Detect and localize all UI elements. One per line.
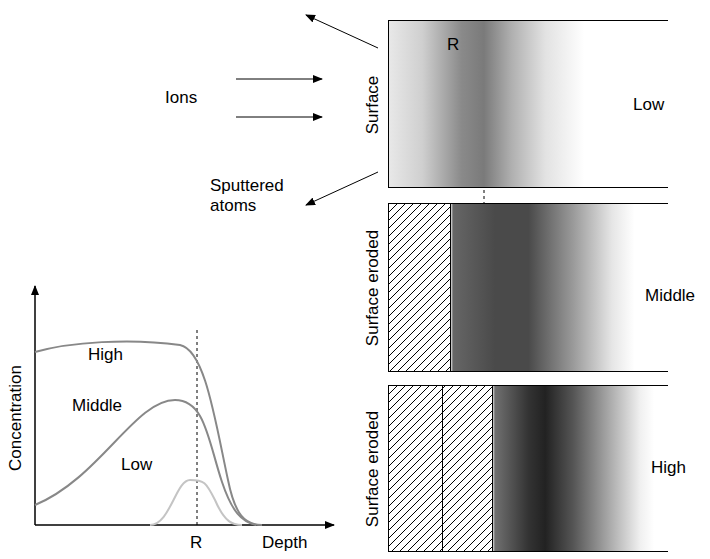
dose-label: Middle [645,286,695,306]
target-panel: SurfaceRLow [388,20,668,188]
middle-curve [35,400,256,525]
y-axis [34,286,36,525]
curve-label: Middle [70,396,124,416]
surface-label: Surface [363,76,383,135]
high-curve [35,341,262,525]
curve-label: High [86,345,125,365]
surface-label: Surface eroded [363,230,383,346]
ion-arrow [236,117,322,118]
dose-label: High [651,458,686,478]
range-label: R [190,533,202,553]
axis-label: Depth [262,533,307,553]
erosion-step [442,386,443,551]
sputter-label: Sputtered atoms [210,176,310,217]
x-axis [35,524,334,526]
ion-arrow [236,79,322,80]
sputter-arrow [306,15,378,48]
target-panel: Surface erodedHigh [388,385,668,552]
target-panel: Surface erodedMiddle [388,203,668,372]
eroded-layer [389,386,493,551]
surface-label: Surface eroded [363,411,383,527]
range-label: R [447,35,459,55]
sputter-arrow [306,172,378,205]
dose-label: Low [633,95,664,115]
low-curve [150,480,242,525]
curve-label: Low [119,455,154,475]
axis-label: Concentration [6,365,26,471]
ions-label: Ions [165,88,197,108]
eroded-layer [389,204,451,371]
